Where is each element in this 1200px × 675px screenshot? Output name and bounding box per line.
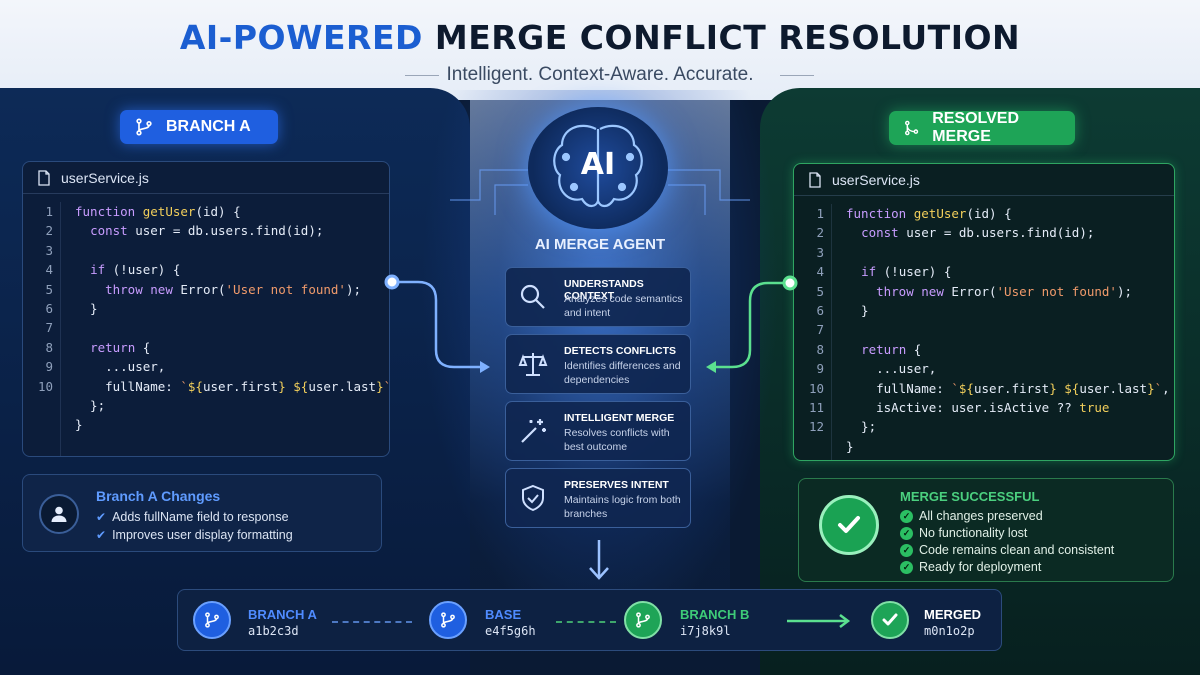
timeline-node-branch-a[interactable] xyxy=(193,601,231,639)
branch-a-connector xyxy=(392,280,486,369)
git-branch-icon xyxy=(205,612,219,628)
check-icon: ✔ xyxy=(96,528,107,542)
connector-node xyxy=(384,274,400,290)
down-arrow-head xyxy=(589,567,609,580)
connector-node xyxy=(782,275,798,291)
timeline-name: BASE xyxy=(485,607,522,622)
resolved-merge-pill: RESOLVED MERGE xyxy=(889,110,1075,145)
timeline-hash: e4f5g6h xyxy=(485,624,536,638)
page-subtitle: Intelligent. Context-Aware. Accurate. xyxy=(446,64,754,85)
success-item: ✓No functionality lost xyxy=(900,526,1027,540)
timeline-name: BRANCH B xyxy=(680,607,750,622)
file-icon xyxy=(809,171,821,188)
branch-a-changes-card: Branch A Changes ✔Adds fullName field to… xyxy=(22,474,382,552)
git-branch-icon xyxy=(441,612,455,628)
subtitle-rule-left xyxy=(405,75,439,76)
shield-check-icon xyxy=(522,484,544,512)
merge-success-card: MERGE SUCCESSFUL ✓All changes preserved … xyxy=(798,478,1174,582)
arrow-right-icon xyxy=(787,614,851,628)
changes-title: Branch A Changes xyxy=(96,488,221,504)
success-item: ✓Ready for deployment xyxy=(900,560,1041,574)
git-branch-icon xyxy=(136,118,152,136)
file-icon xyxy=(38,169,50,186)
check-icon: ✓ xyxy=(900,543,913,557)
success-check-icon xyxy=(819,495,879,555)
success-item: ✓Code remains clean and consistent xyxy=(900,543,1114,557)
change-item: ✔Improves user display formatting xyxy=(96,528,293,542)
subtitle-rule-right xyxy=(780,75,814,76)
page-title: AI-POWERED MERGE CONFLICT RESOLUTION xyxy=(179,18,1021,57)
ai-badge: AI xyxy=(580,147,616,182)
timeline-node-merged[interactable] xyxy=(871,601,909,639)
header-band xyxy=(0,0,1200,100)
branch-a-pill: BRANCH A xyxy=(120,110,278,144)
user-avatar-icon xyxy=(39,494,79,534)
check-icon: ✔ xyxy=(96,510,107,524)
timeline-hash: a1b2c3d xyxy=(248,624,299,638)
timeline-node-branch-b[interactable] xyxy=(624,601,662,639)
feature-detects-conflicts: DETECTS CONFLICTS Identifies differences… xyxy=(505,334,691,394)
scales-icon xyxy=(518,353,548,376)
arrow-head xyxy=(480,361,490,373)
timeline-hash: m0n1o2p xyxy=(924,624,975,638)
resolved-connector xyxy=(712,281,790,369)
check-icon xyxy=(882,613,898,626)
check-icon: ✓ xyxy=(900,526,913,540)
git-branch-icon xyxy=(636,612,650,628)
file-tab[interactable]: userService.js xyxy=(23,162,389,194)
feature-preserves-intent: PRESERVES INTENT Maintains logic from bo… xyxy=(505,468,691,528)
success-title: MERGE SUCCESSFUL xyxy=(900,489,1040,504)
timeline-name: MERGED xyxy=(924,607,982,622)
feature-intelligent-merge: INTELLIGENT MERGE Resolves conflicts wit… xyxy=(505,401,691,461)
agent-title: AI MERGE AGENT xyxy=(534,236,666,253)
check-icon: ✓ xyxy=(900,509,913,523)
commit-timeline: BRANCH A a1b2c3d BASE e4f5g6h BRANCH B i… xyxy=(177,589,1002,651)
timeline-name: BRANCH A xyxy=(248,607,317,622)
arrow-head xyxy=(706,361,716,373)
file-tab[interactable]: userService.js xyxy=(794,164,1174,196)
timeline-hash: i7j8k9l xyxy=(680,624,731,638)
magic-wand-icon xyxy=(521,419,546,443)
magnifier-icon xyxy=(520,284,545,309)
timeline-node-base[interactable] xyxy=(429,601,467,639)
change-item: ✔Adds fullName field to response xyxy=(96,510,289,524)
feature-understands-context: UNDERSTANDS CONTEXT Analyzes code semant… xyxy=(505,267,691,327)
git-merge-icon xyxy=(905,120,919,136)
success-item: ✓All changes preserved xyxy=(900,509,1043,523)
ai-brain-icon: AI xyxy=(528,107,668,229)
check-icon: ✓ xyxy=(900,560,913,574)
